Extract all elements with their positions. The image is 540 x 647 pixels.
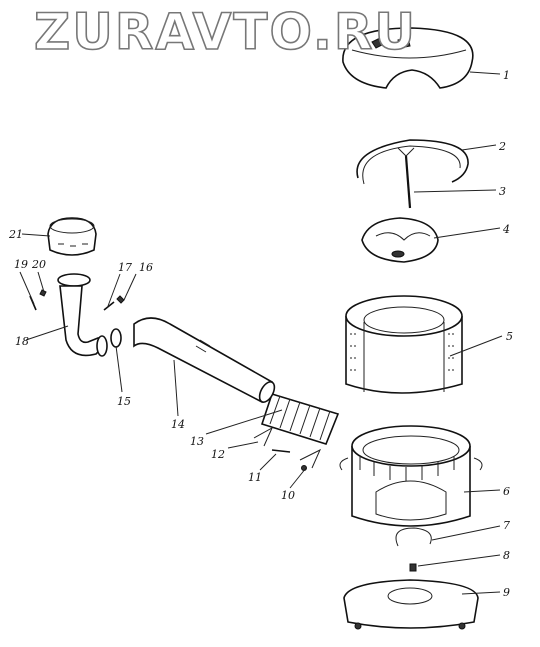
- label-4: 4: [502, 223, 510, 236]
- label-16: 16: [139, 261, 153, 274]
- part-6-housing: [339, 425, 483, 527]
- label-10: 10: [281, 489, 295, 502]
- part-8-screw: [409, 563, 417, 572]
- label-6: 6: [503, 485, 510, 498]
- part-3-rod: [397, 147, 415, 209]
- part-labels: 1 2 3 4 5 6 7 8 9 10 11 12 13 14 15 16 1…: [8, 69, 513, 599]
- label-19: 19: [14, 258, 28, 271]
- part-14-pipe: [133, 317, 276, 404]
- label-8: 8: [503, 549, 510, 562]
- label-3: 3: [499, 185, 506, 198]
- label-1: 1: [503, 69, 510, 82]
- label-11: 11: [248, 471, 262, 484]
- label-17: 17: [118, 261, 132, 274]
- label-14: 14: [171, 418, 185, 431]
- part-7-snap-ring: [395, 527, 432, 547]
- label-18: 18: [15, 335, 29, 348]
- part-18-elbow: [57, 273, 108, 357]
- part-11-pin: [271, 449, 291, 453]
- part-21-cap: [47, 217, 97, 256]
- part-20-screw: [39, 289, 47, 297]
- label-9: 9: [503, 586, 510, 599]
- watermark: ZURAVTO.RU: [33, 3, 417, 61]
- part-9-base: [343, 579, 479, 630]
- label-20: 20: [31, 258, 46, 271]
- label-13: 13: [190, 435, 204, 448]
- label-7: 7: [503, 519, 510, 532]
- part-5-filter-cylinder: [345, 295, 463, 394]
- part-17-bolt: [103, 301, 115, 311]
- part-12-clamp: [253, 426, 274, 447]
- label-2: 2: [498, 140, 506, 153]
- label-5: 5: [506, 330, 513, 343]
- part-1-cover: [342, 27, 474, 89]
- part-10-clamp: [299, 448, 322, 471]
- label-12: 12: [211, 448, 225, 461]
- part-16-bolt: [116, 295, 125, 304]
- part-4-plate: [361, 217, 439, 263]
- part-2-ring: [356, 139, 469, 185]
- label-15: 15: [117, 395, 131, 408]
- leader-lines: [19, 71, 503, 595]
- label-21: 21: [8, 228, 23, 241]
- part-15-gasket: [110, 328, 122, 348]
- part-13-corrugated-hose: [260, 393, 340, 445]
